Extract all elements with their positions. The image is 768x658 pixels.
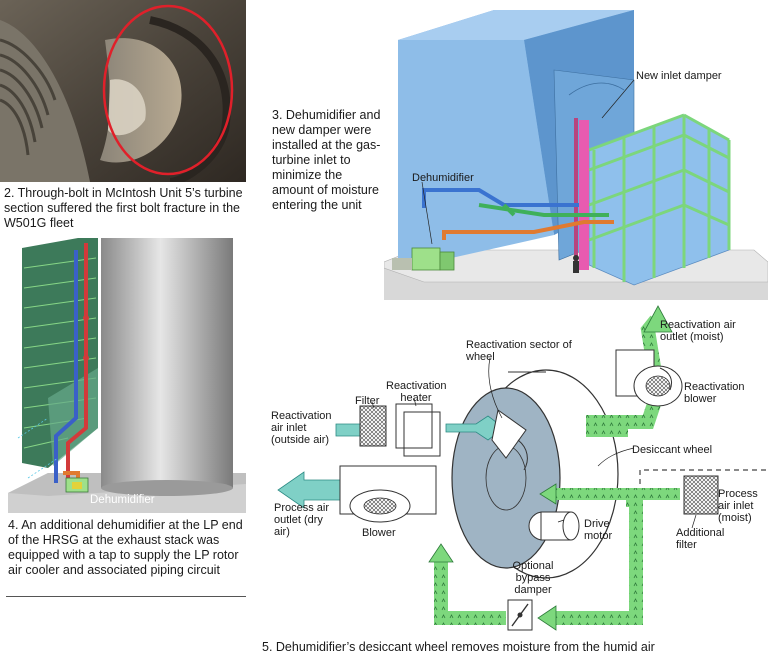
filter-label: Filter (355, 395, 380, 407)
reactivation-inlet-label: Reactivation air inlet (outside air) (271, 410, 332, 446)
figure3-dehumidifier-label: Dehumidifier (412, 172, 474, 184)
process-outlet-label: Process air outlet (dry air) (274, 502, 330, 538)
desiccant-wheel-label: Desiccant wheel (632, 444, 713, 456)
figure5-caption: 5. Dehumidifier’s desiccant wheel remove… (262, 640, 655, 654)
figure5-diagram (256, 300, 768, 640)
figure4-illustration (8, 238, 246, 513)
highlight-circle (102, 4, 234, 176)
reactivation-outlet-label: Reactivation air outlet (moist) (660, 319, 736, 343)
figure4-dehumidifier-label: Dehumidifier (90, 494, 155, 506)
figure3-illustration (384, 0, 768, 300)
blower-label: Blower (362, 527, 396, 539)
reactivation-heater-label: Reactivation heater (386, 380, 447, 404)
figure4-rule (6, 596, 246, 597)
figure4-caption: 4. An additional dehumidifier at the LP … (8, 518, 243, 577)
new-inlet-damper-label: New inlet damper (636, 70, 746, 82)
process-inlet-label: Process air inlet (moist) (718, 488, 758, 524)
figure3-caption: 3. Dehumidifier and new damper were inst… (272, 108, 381, 212)
bolt-photo (0, 0, 246, 182)
additional-filter-label: Additional filter (676, 527, 725, 551)
reactivation-blower-label: Reactivation blower (684, 381, 745, 405)
drive-motor-label: Drive motor (584, 518, 613, 542)
bypass-damper-label: Optional bypass damper (512, 560, 554, 596)
figure2-caption: 2. Through-bolt in McIntosh Unit 5’s tur… (4, 186, 243, 230)
reactivation-sector-label: Reactivation sector of wheel (466, 339, 572, 363)
